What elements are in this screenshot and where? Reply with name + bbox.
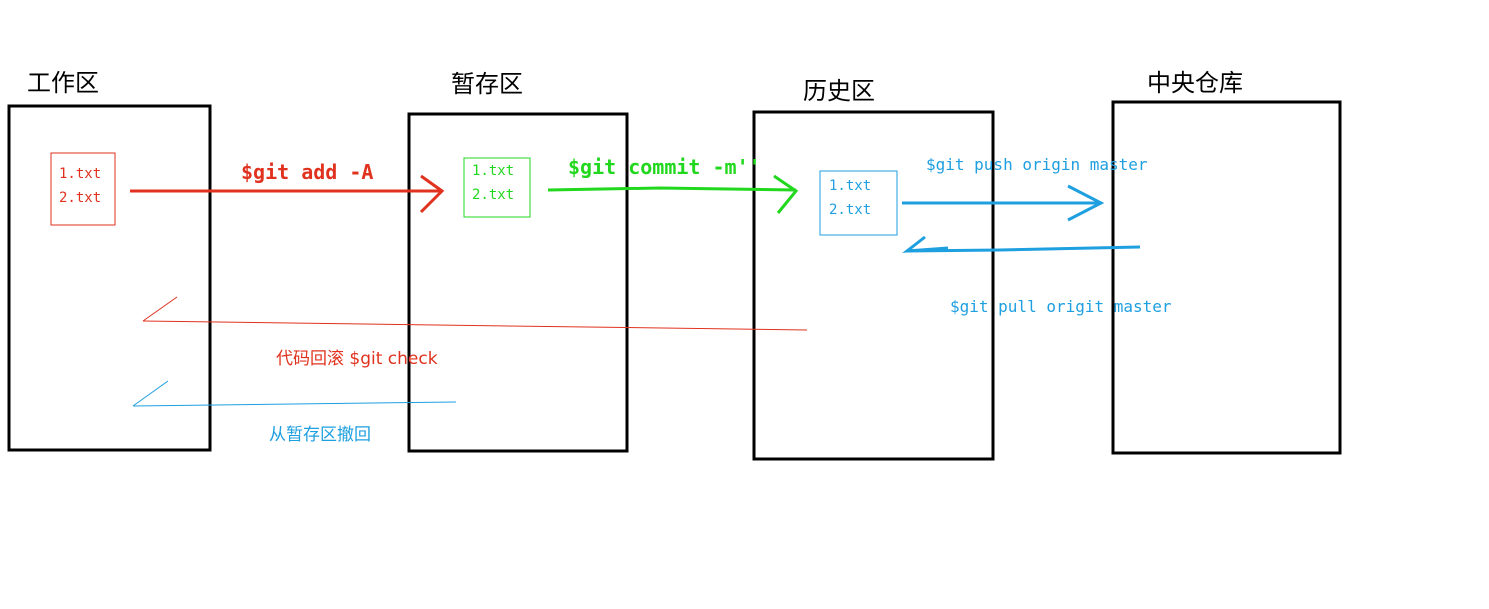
staging-files-box: 1.txt 2.txt <box>463 157 531 218</box>
git-pull-command: $git pull origit master <box>950 297 1172 316</box>
rollback-label: 代码回滚 $git check <box>276 349 438 369</box>
git-push-command: $git push origin master <box>926 155 1148 174</box>
git-add-arrow <box>130 174 445 214</box>
unstage-arrow <box>132 380 457 407</box>
rollback-arrow <box>142 296 808 331</box>
git-push-arrow <box>902 184 1105 222</box>
history-area-title: 历史区 <box>803 77 875 105</box>
working-file-2: 2.txt <box>59 190 101 206</box>
git-commit-arrow <box>547 174 799 214</box>
working-area-title: 工作区 <box>27 69 99 97</box>
history-file-2: 2.txt <box>829 202 871 218</box>
history-files-box: 1.txt 2.txt <box>819 170 898 236</box>
staging-area-box <box>407 112 629 453</box>
history-area-box <box>752 110 995 461</box>
remote-repo-title: 中央仓库 <box>1147 69 1243 97</box>
staging-file-2: 2.txt <box>472 187 514 203</box>
git-pull-arrow <box>902 235 1141 253</box>
staging-area-title: 暂存区 <box>451 70 523 98</box>
working-area-box <box>7 104 212 452</box>
staging-file-1: 1.txt <box>472 163 514 179</box>
remote-repo-box <box>1111 100 1342 455</box>
working-files-box: 1.txt 2.txt <box>50 152 116 226</box>
working-file-1: 1.txt <box>59 166 101 182</box>
git-add-command: $git add -A <box>241 160 373 184</box>
history-file-1: 1.txt <box>829 178 871 194</box>
git-commit-command: $git commit -m'' <box>568 155 761 179</box>
unstage-label: 从暂存区撤回 <box>269 425 371 445</box>
